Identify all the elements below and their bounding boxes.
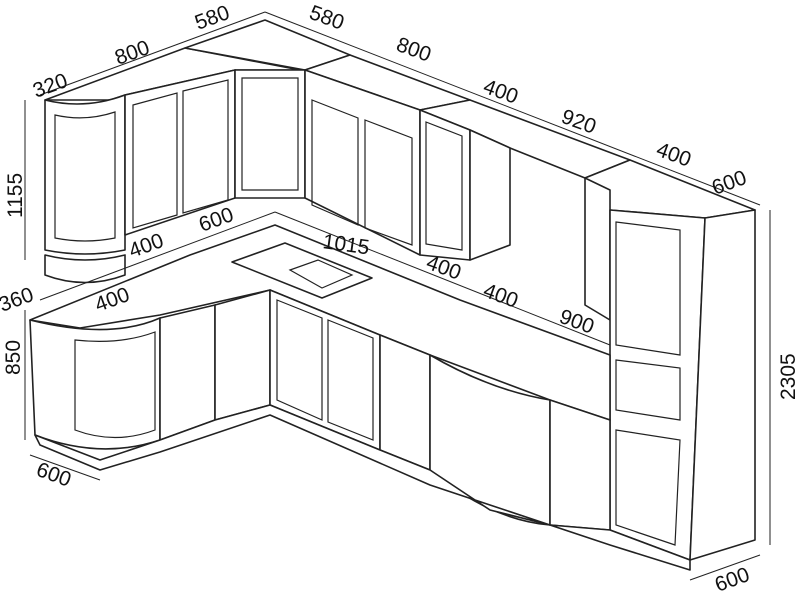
dim-upper-height: 1155 bbox=[4, 173, 27, 218]
base-hob-cabinet bbox=[549, 399, 611, 531]
upper-right-cabinet bbox=[584, 177, 611, 321]
dim-tall-depth-bottom: 600 bbox=[712, 563, 753, 597]
plinth bbox=[34, 404, 691, 571]
tall-lower-door bbox=[615, 429, 681, 546]
upper-corner-cabinet bbox=[234, 69, 306, 199]
dim-upper-corner-left: 580 bbox=[192, 1, 233, 35]
glass-door bbox=[425, 121, 463, 251]
end-open-shelf bbox=[44, 254, 126, 284]
end-glass-panel bbox=[54, 111, 116, 242]
upper-corner-door bbox=[241, 77, 299, 191]
dim-tall-depth-top: 600 bbox=[709, 166, 750, 200]
base-drawers-right bbox=[379, 334, 431, 471]
tall-niche bbox=[615, 359, 681, 421]
tall-unit-front bbox=[609, 209, 706, 561]
dim-upper-glass-cabinet: 400 bbox=[480, 75, 521, 109]
sink bbox=[231, 242, 373, 299]
sink-door-1 bbox=[276, 299, 323, 421]
tall-unit-side bbox=[689, 209, 756, 561]
tall-upper-door bbox=[615, 221, 681, 356]
hood-cabinet bbox=[469, 129, 511, 261]
sink-bowl bbox=[288, 259, 354, 289]
dim-base-end-radius: 360 bbox=[0, 283, 37, 317]
base-door-left bbox=[214, 289, 271, 421]
upper-left-door-2 bbox=[182, 79, 229, 214]
dim-upper-right-cabinet: 400 bbox=[653, 138, 694, 172]
dim-base-height: 850 bbox=[2, 340, 25, 375]
upper-left-door-1 bbox=[132, 92, 178, 229]
dim-upper-corner-right: 580 bbox=[306, 1, 347, 35]
dim-base-curved-section: 400 bbox=[480, 279, 521, 313]
dim-base-drawer-width: 400 bbox=[126, 229, 167, 263]
lattice-door-1 bbox=[311, 99, 359, 226]
dim-tall-height: 2305 bbox=[777, 353, 800, 400]
dim-upper-hood-section: 920 bbox=[558, 105, 599, 139]
dim-upper-back-run: 800 bbox=[393, 33, 434, 67]
dimension-lines bbox=[24, 11, 771, 581]
lattice-door-2 bbox=[364, 119, 413, 246]
dim-base-depth-left: 600 bbox=[33, 458, 74, 492]
dim-base-hob-section: 900 bbox=[556, 305, 597, 339]
base-left-curved bbox=[29, 317, 161, 450]
base-curved-door bbox=[74, 331, 156, 439]
base-drawers-left bbox=[159, 304, 216, 441]
sink-door-2 bbox=[327, 319, 374, 441]
